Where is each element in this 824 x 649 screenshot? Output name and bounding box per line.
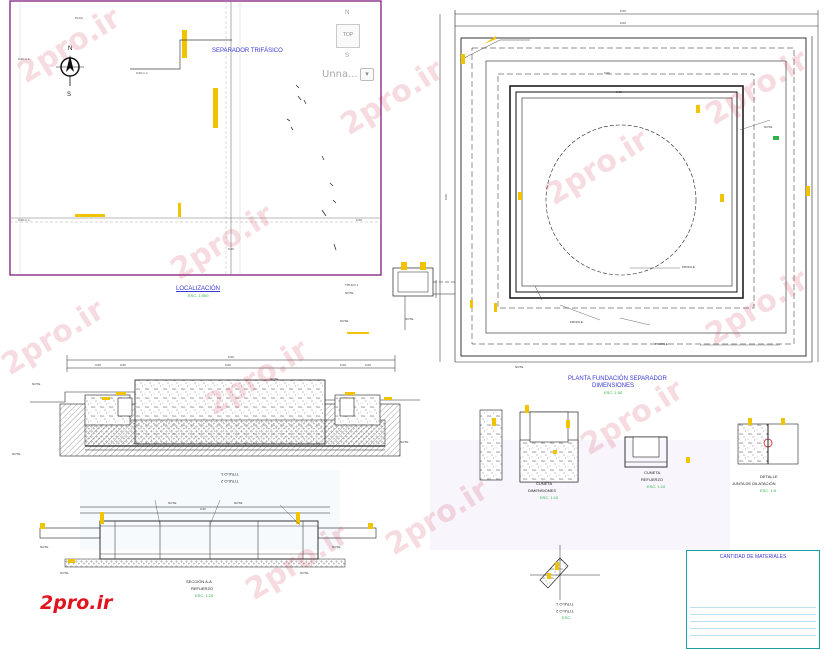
joint-detail-subtitle: JUNTA DE DILATACIÓN <box>732 481 776 486</box>
svg-text:NOTE: NOTE <box>234 501 242 505</box>
svg-text:NOTE: NOTE <box>168 501 176 505</box>
svg-text:NOTE: NOTE <box>400 440 408 444</box>
foundation-plan-title: PLANTA FUNDACIÓN SEPARADOR <box>568 376 667 382</box>
svg-text:0.00: 0.00 <box>620 9 626 13</box>
compass-south-label: S <box>67 92 71 98</box>
table-row <box>690 635 816 642</box>
svg-text:0.00: 0.00 <box>616 90 622 94</box>
small-detail-scale: ESC. <box>562 615 572 620</box>
section-aa-subtitle: REFUERZO <box>191 586 213 591</box>
svg-text:NOTE: NOTE <box>12 452 20 456</box>
table-row <box>690 614 816 621</box>
cuneta-dimensions-subtitle: DIMENSIONES <box>528 488 557 493</box>
svg-text:0.00: 0.00 <box>604 71 610 75</box>
svg-text:0.00 m.s.: 0.00 m.s. <box>136 71 149 75</box>
section-view: 0.00 0.00 0.00 0.00 0.00 0.00 NOTE NOTE NOTE… <box>12 355 420 457</box>
table-row <box>690 628 816 635</box>
compass-north-label: N <box>68 46 72 52</box>
svg-text:NOTE: NOTE <box>340 319 348 323</box>
svg-text:NOTE: NOTE <box>60 571 68 575</box>
table-row <box>690 621 816 628</box>
svg-text:0.00: 0.00 <box>225 363 231 367</box>
foundation-plan: 0.00 0.00 0.00 0.00 PROFILE PROFILE PROFILE… <box>439 9 819 369</box>
svg-text:NOTE: NOTE <box>40 545 48 549</box>
svg-text:TITULO 1: TITULO 1 <box>345 283 359 287</box>
svg-text:0.00: 0.00 <box>620 21 626 25</box>
svg-text:0.00: 0.00 <box>340 363 346 367</box>
svg-text:0.00: 0.00 <box>356 218 362 222</box>
small-detail-subtitle: TITULO 2 <box>556 609 574 614</box>
svg-text:0.00: 0.00 <box>95 363 101 367</box>
section-aa-scale: ESC. 1:25 <box>195 593 214 598</box>
materials-table-title: CANTIDAD DE MATERIALES <box>719 554 787 560</box>
svg-text:NOTE: NOTE <box>300 571 308 575</box>
svg-text:NOTE: NOTE <box>270 377 278 381</box>
section-subtitle: TITULO 2 <box>221 479 239 484</box>
foundation-plan-scale: ESC. 1:50 <box>604 390 623 395</box>
cuneta-dimensions-detail <box>479 405 579 483</box>
svg-text:0.00: 0.00 <box>228 355 234 359</box>
svg-text:0.00: 0.00 <box>365 363 371 367</box>
svg-text:PROFILE: PROFILE <box>570 320 583 324</box>
location-plan-caption: LOCALIZACIÓN <box>176 286 221 292</box>
view-cube-south: S <box>345 53 350 59</box>
svg-text:0.00: 0.00 <box>444 194 448 200</box>
svg-text:NOTE: NOTE <box>405 317 413 321</box>
location-plan: 0.00 m.s. 0.00 m.s. 0.00 PLAN 0.00 m.s. … <box>9 0 382 276</box>
svg-text:0.00 m.s.: 0.00 m.s. <box>18 218 31 222</box>
cuneta-reinforcement-detail <box>624 436 690 468</box>
brand-logo: 2pro.ir <box>40 592 113 614</box>
svg-text:0.00 m.s.: 0.00 m.s. <box>18 57 31 61</box>
view-cube-label: TOP <box>342 32 354 38</box>
section-aa-title: SECCIÓN A-A <box>186 579 212 584</box>
svg-text:NOTE: NOTE <box>515 365 523 369</box>
joint-detail-scale: ESC. 1:5 <box>760 488 777 493</box>
north-arrow-icon <box>56 55 84 86</box>
joint-detail-title: DETALLE <box>760 474 778 479</box>
foundation-plan-subtitle: DIMENSIONES <box>592 383 635 389</box>
small-detail-title: TITULO 1 <box>556 602 574 607</box>
svg-text:PLAN: PLAN <box>75 16 83 20</box>
view-cube-icon[interactable]: TOP <box>336 24 360 48</box>
connector-detail: TITULO 1 NOTE NOTE NOTE <box>340 262 455 334</box>
chevron-down-icon[interactable]: ▾ <box>360 68 374 81</box>
small-detail <box>530 545 600 600</box>
cuneta-reinforcement-title: CUNETA <box>644 470 661 475</box>
view-cube-north: N <box>345 10 350 16</box>
table-row <box>690 607 816 614</box>
svg-text:PROFILE: PROFILE <box>655 342 668 346</box>
cuneta-dimensions-scale: ESC. 1:10 <box>540 495 559 500</box>
location-plan-scale: ESC. 1:500 <box>188 293 209 298</box>
svg-text:NOTE: NOTE <box>32 382 40 386</box>
svg-text:0.00: 0.00 <box>120 363 126 367</box>
svg-text:NOTE: NOTE <box>764 125 772 129</box>
section-title: TITULO 1 <box>221 472 239 477</box>
svg-text:PROFILE: PROFILE <box>682 265 695 269</box>
search-field[interactable]: Unna... <box>322 69 358 80</box>
svg-text:NOTE: NOTE <box>332 545 340 549</box>
location-plan-title: SEPARADOR TRIFÁSICO <box>212 48 283 54</box>
cuneta-reinforcement-scale: ESC. 1:10 <box>647 484 666 489</box>
svg-text:NOTE: NOTE <box>345 291 353 295</box>
materials-table: CANTIDAD DE MATERIALES <box>686 550 820 649</box>
expansion-joint-detail <box>737 418 799 465</box>
svg-text:0.00: 0.00 <box>228 247 234 251</box>
svg-text:0.00: 0.00 <box>200 507 206 511</box>
cuneta-dimensions-title: CUNETA <box>536 481 553 486</box>
cuneta-reinforcement-subtitle: REFUERZO <box>641 477 663 482</box>
